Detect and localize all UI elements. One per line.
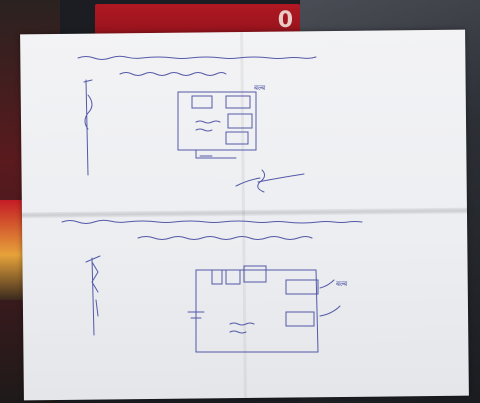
sketch-2-bulb-1: [285, 279, 319, 295]
sketch-1-text-b: [195, 128, 213, 132]
sketch-2-wire-left: [195, 269, 319, 353]
sketch-1-lead: [195, 149, 237, 159]
scribble-line-4: [137, 236, 313, 240]
sketch-2-left-figure: [85, 255, 101, 336]
box-print: 0: [277, 8, 294, 33]
sketch-2-arrow: [319, 279, 341, 317]
sketch-2-switch-3: [243, 265, 267, 283]
scribble-line-1: [77, 55, 317, 60]
sketch-1-caption: बल्ब: [254, 84, 266, 92]
sketch-1-inner-4: [225, 131, 249, 145]
sketch-1-text-a: [195, 120, 221, 124]
sketch-1-inner-2: [225, 95, 251, 109]
sketch-2-switch-2: [225, 269, 241, 285]
sketch-1-left-figure: [83, 79, 93, 176]
sketch-1-box: [177, 91, 257, 151]
sketch-2-wire-right: [315, 269, 319, 353]
sketch-2-battery: [187, 311, 205, 319]
sketch-2-caption: बल्ब: [336, 280, 348, 288]
sketch-2-bulb-2: [285, 311, 315, 327]
sketch-1-inner-1: [191, 95, 213, 109]
scribble-line-2: [119, 72, 227, 76]
signature: [235, 169, 305, 193]
sketch-2-switch-1: [211, 269, 223, 285]
sketch-2-text: [229, 322, 255, 334]
scribble-line-3: [61, 219, 363, 224]
sketch-1-inner-3: [227, 113, 253, 129]
